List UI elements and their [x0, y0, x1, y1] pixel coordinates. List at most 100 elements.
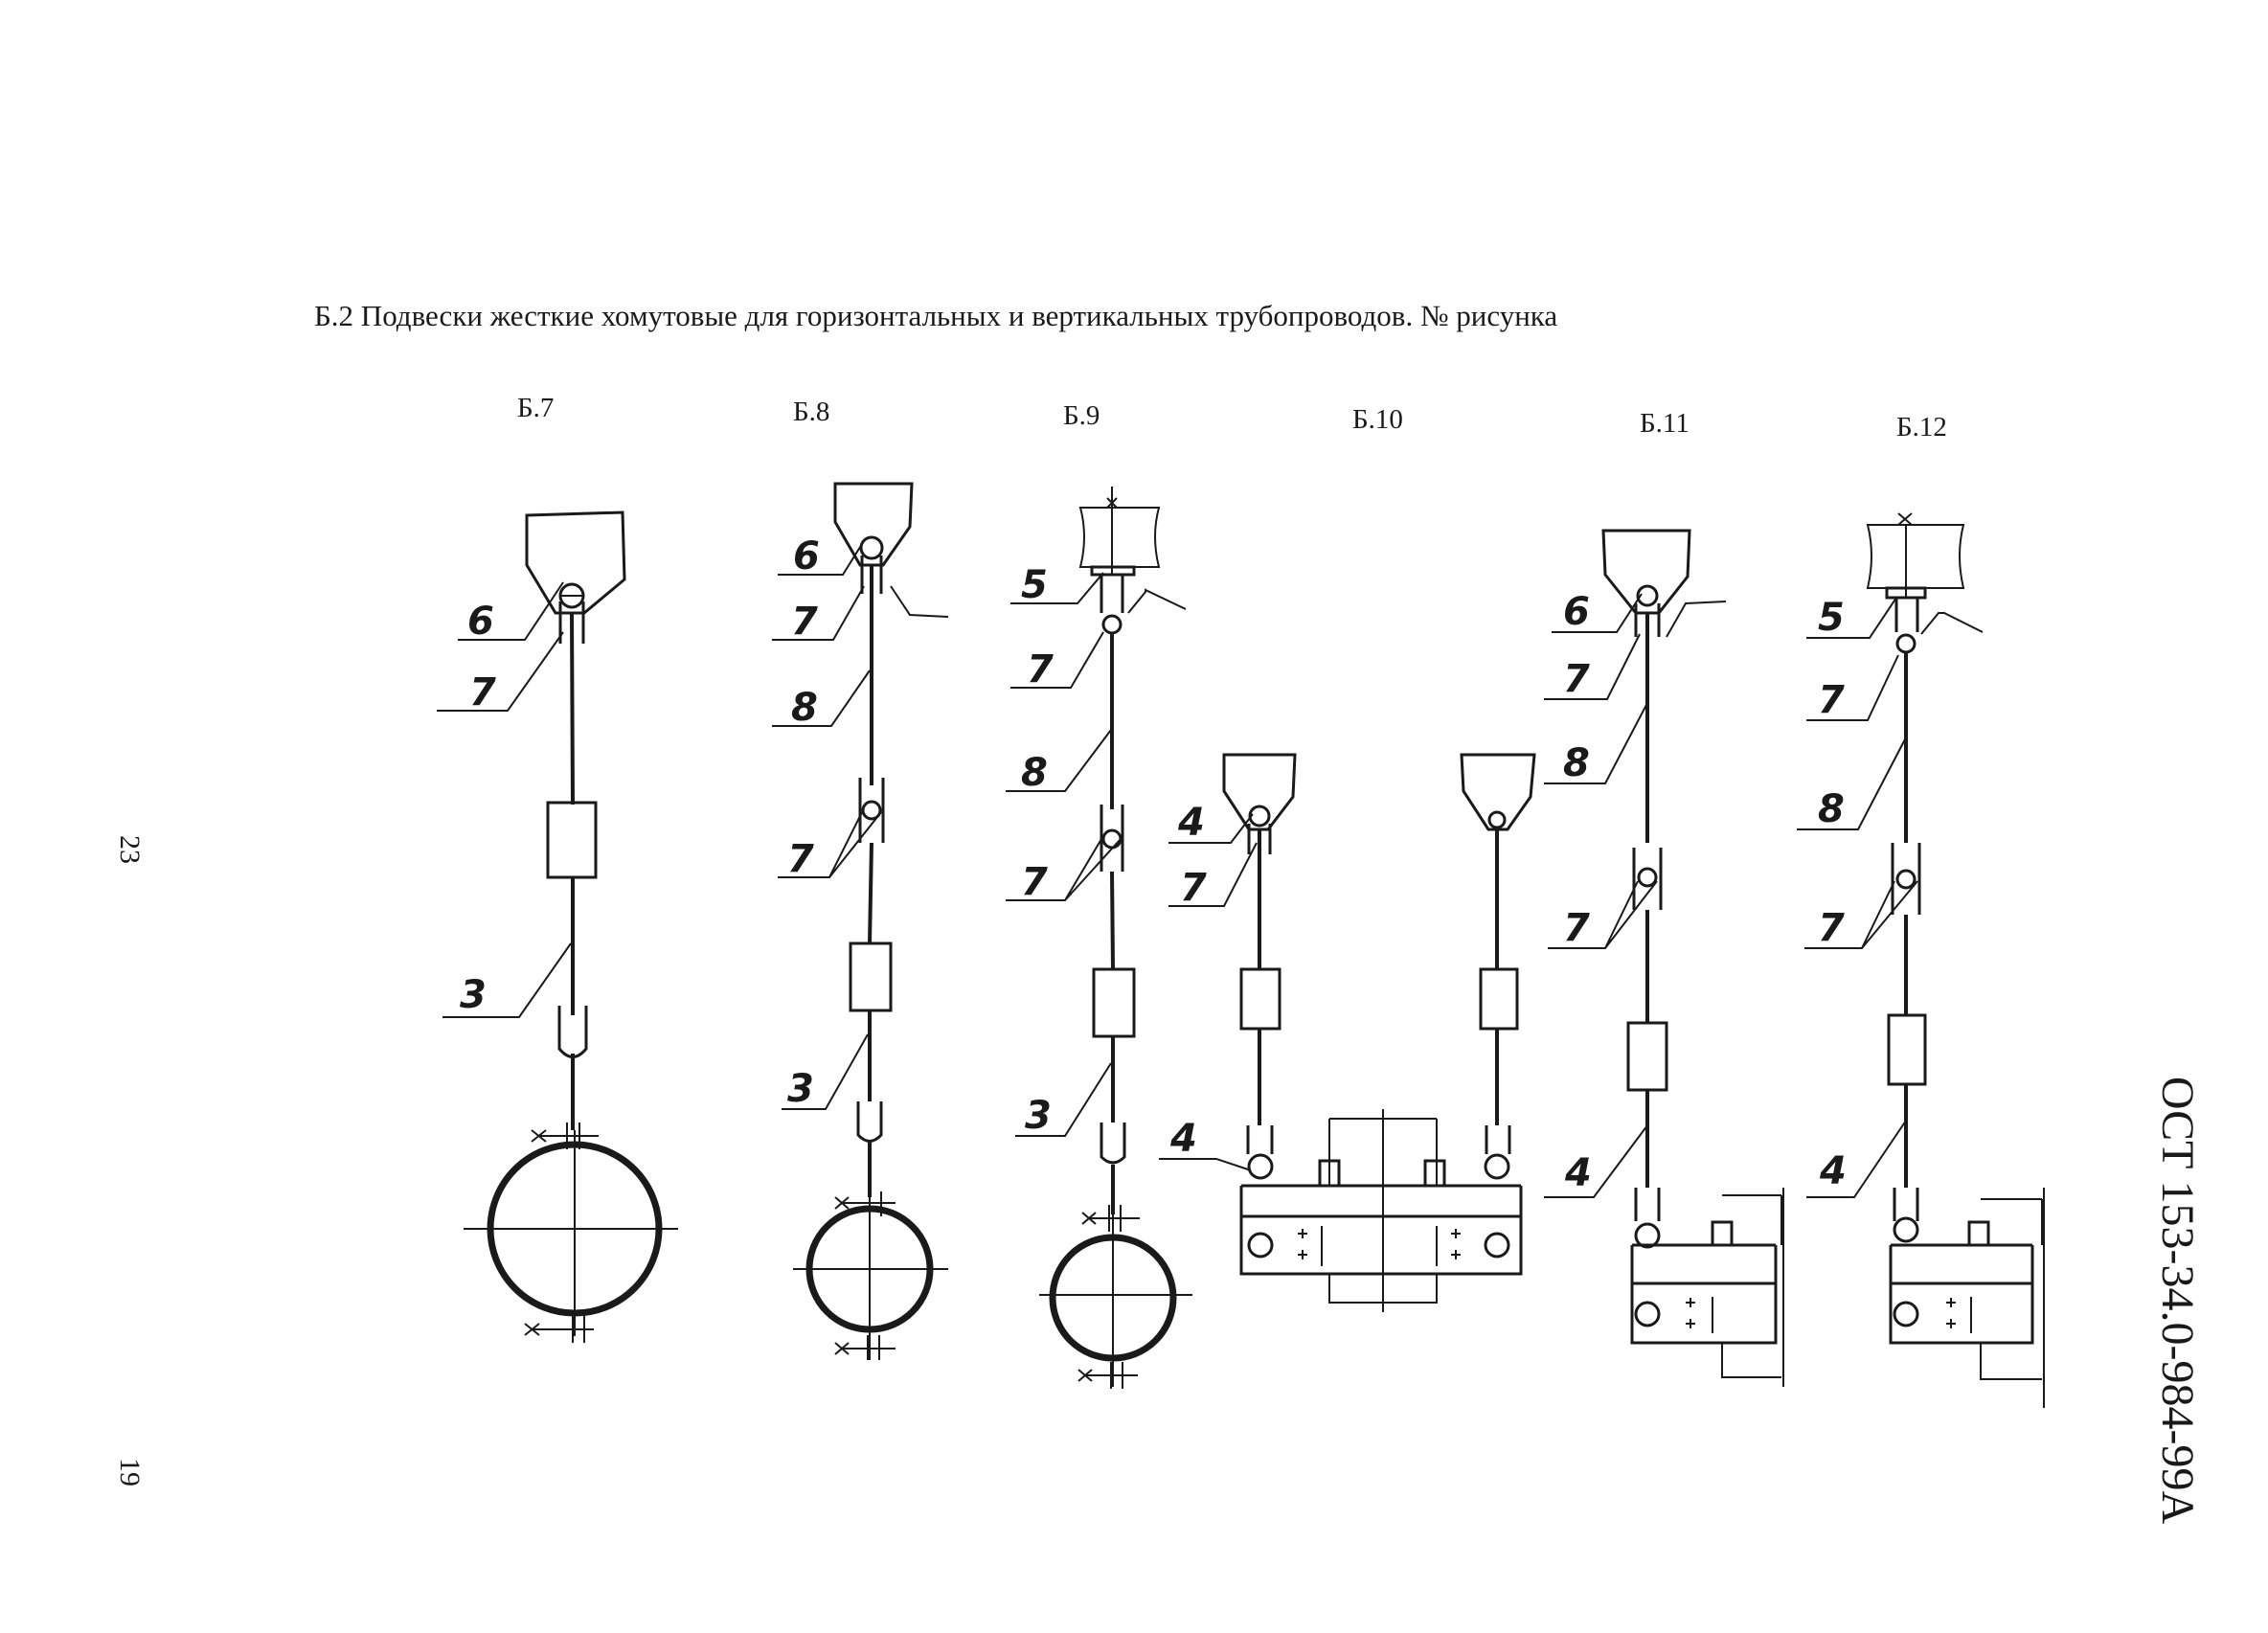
b10-bracket-left	[1222, 753, 1297, 831]
b9-bolt-top	[1081, 1205, 1140, 1232]
b11-turnbuckle	[1626, 1021, 1668, 1092]
hanger-drawing-b10: 4 7 4	[1159, 753, 1536, 1312]
b8-callout-7: 7	[791, 600, 818, 644]
b9-pin	[1101, 614, 1123, 635]
b8-pin	[859, 535, 884, 560]
b8-fork-top	[860, 556, 883, 594]
b11-leader-7	[1544, 633, 1641, 700]
b9-leader-5	[1010, 572, 1104, 604]
b9-leader-7	[1010, 631, 1104, 689]
b11-leader-4	[1544, 1124, 1648, 1198]
hanger-drawing-b12: 5 7 8 7 4	[1797, 512, 2045, 1408]
b10-joint-left	[1247, 1153, 1274, 1180]
b10-clamp-plate	[1239, 1214, 1523, 1276]
b12-leader-8	[1797, 737, 1907, 830]
figure-label-b7: Б.7	[517, 393, 555, 423]
section-heading: Б.2 Подвески жесткие хомутовые для гориз…	[314, 299, 1558, 332]
b12-turnbuckle	[1887, 1013, 1927, 1086]
b11-coupling-link	[1637, 867, 1658, 888]
b8-callout-7b: 7	[787, 837, 814, 881]
hanger-drawing-b11: 6 7 8 7 4	[1544, 529, 1784, 1387]
b9-tag	[1127, 588, 1187, 614]
b10-callout-4b: 4	[1169, 1117, 1197, 1161]
b12-pin	[1895, 633, 1916, 654]
b8-leader-7	[772, 585, 865, 641]
b9-callout-5: 5	[1021, 563, 1048, 607]
b10-bolt-right	[1484, 1232, 1510, 1259]
b7-bolt-bottom	[524, 1314, 594, 1343]
b11-bolt	[1634, 1301, 1661, 1327]
b8-leader-6	[778, 543, 863, 576]
b12-beam-mark	[1897, 512, 1913, 526]
b10-turnbuckle-right	[1479, 967, 1519, 1031]
b11-leader-7b	[1548, 880, 1658, 949]
b12-coupling-link	[1895, 869, 1916, 890]
b10-turnbuckle-left	[1239, 967, 1281, 1031]
b8-fork-bottom	[856, 1101, 883, 1143]
b12-bolt	[1893, 1301, 1919, 1327]
b12-leader-7	[1806, 654, 1899, 721]
b11-joint	[1634, 1222, 1661, 1249]
b9-plate	[1090, 565, 1136, 577]
hanger-drawing-b7: 6 7 3	[437, 510, 678, 1343]
b8-leader-3	[782, 1033, 869, 1110]
b12-leader-5	[1806, 597, 1897, 639]
b12-callout-7b: 7	[1818, 906, 1845, 950]
b10-joint-right	[1484, 1153, 1510, 1180]
b12-clamp-plate	[1889, 1281, 2034, 1345]
b12-joint	[1893, 1216, 1919, 1243]
b8-coupling	[858, 778, 885, 843]
b7-callout-6: 6	[467, 600, 494, 644]
b9-leader-7b	[1006, 838, 1122, 901]
b12-coupling	[1891, 843, 1921, 915]
b12-plate	[1885, 586, 1927, 600]
b9-leader-8	[1006, 729, 1112, 792]
b10-callout-4: 4	[1177, 801, 1205, 845]
b12-tag	[1920, 612, 1984, 635]
figure-label-b11: Б.11	[1640, 408, 1690, 439]
figure-label-b8: Б.8	[793, 397, 830, 427]
b7-callout-7: 7	[469, 670, 496, 714]
b8-coupling-link	[861, 800, 882, 821]
b12-callout-8: 8	[1818, 787, 1845, 831]
b11-callout-6: 6	[1563, 590, 1590, 634]
b7-leader-3	[442, 942, 572, 1018]
b11-leader-6	[1552, 593, 1643, 633]
b11-callout-4: 4	[1564, 1151, 1592, 1195]
b9-beam	[1078, 507, 1161, 568]
b11-callout-7b: 7	[1563, 906, 1590, 950]
b7-callout-3: 3	[460, 973, 487, 1017]
b10-leader-4b	[1159, 1158, 1252, 1171]
b7-leader-6	[458, 581, 564, 641]
b9-callout-8: 8	[1021, 751, 1048, 795]
b12-vertical-pipe	[1980, 1198, 2043, 1380]
b9-callout-7b: 7	[1021, 860, 1048, 904]
b12-callout-4: 4	[1819, 1149, 1847, 1193]
b7-bolt-top	[531, 1123, 599, 1149]
figure-label-b9: Б.9	[1063, 400, 1100, 431]
b10-bracket-right	[1460, 753, 1536, 831]
b11-vertical-pipe	[1721, 1194, 1782, 1378]
b7-turnbuckle	[546, 801, 598, 879]
b8-bracket	[833, 482, 914, 567]
b9-callout-3: 3	[1025, 1094, 1052, 1138]
hanger-drawing-b9: 5 7 8 7 3	[1006, 487, 1192, 1389]
b11-bracket	[1601, 529, 1691, 615]
b9-coupling-link	[1101, 828, 1123, 850]
figure-label-b10: Б.10	[1352, 404, 1403, 435]
b11-pin	[1636, 584, 1659, 607]
b10-bolt-left	[1247, 1232, 1274, 1259]
b11-coupling	[1632, 848, 1663, 910]
b7-rod-upper	[570, 612, 575, 805]
b11-callout-8: 8	[1563, 741, 1590, 785]
b12-callout-7: 7	[1818, 678, 1845, 722]
b10-leader-7	[1168, 842, 1258, 907]
b9-fork-bottom	[1100, 1123, 1126, 1165]
figure-label-b12: Б.12	[1896, 412, 1947, 442]
b9-leader-3	[1015, 1062, 1112, 1137]
b11-tag	[1666, 601, 1727, 638]
b8-tag	[890, 585, 949, 618]
b8-turnbuckle	[849, 941, 893, 1012]
b8-leader-7b	[778, 811, 882, 878]
